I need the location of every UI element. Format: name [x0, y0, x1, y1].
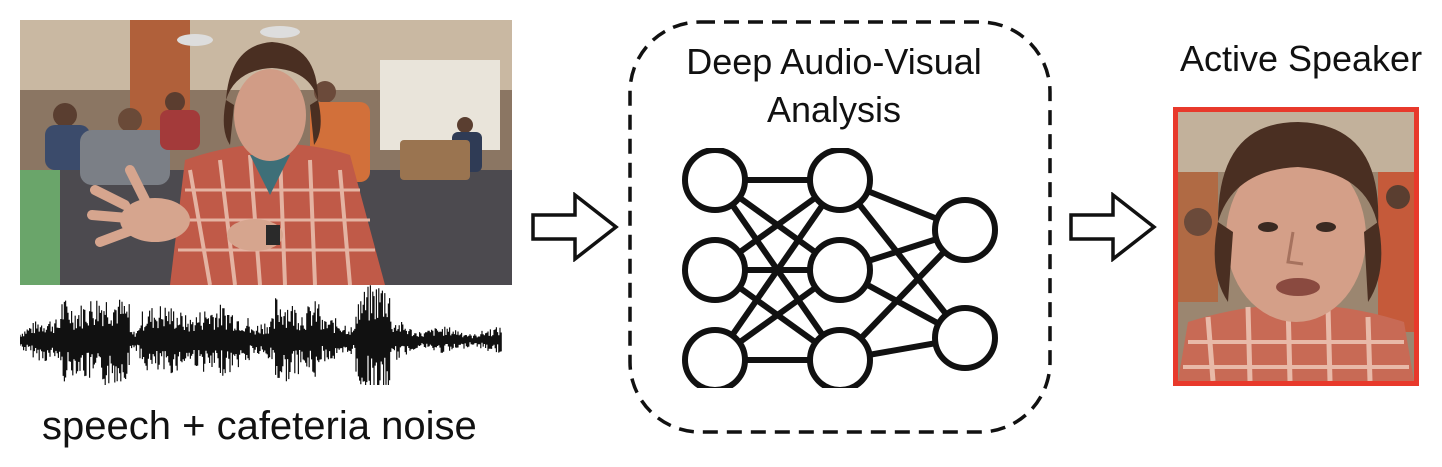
model-title: Deep Audio-Visual Analysis — [628, 38, 1040, 134]
node — [682, 148, 748, 213]
node — [682, 327, 748, 388]
node — [932, 197, 998, 263]
node — [682, 237, 748, 303]
model-title-line1: Deep Audio-Visual — [686, 41, 982, 82]
waveform-trace — [20, 285, 502, 385]
neural-network-icon — [682, 148, 998, 388]
node — [932, 305, 998, 371]
node — [807, 327, 873, 388]
output-title: Active Speaker — [1179, 38, 1423, 79]
audio-waveform — [20, 285, 502, 385]
right-arrow-icon — [1069, 192, 1157, 262]
input-video-frame — [20, 20, 512, 285]
input-caption: speech + cafeteria noise — [42, 404, 477, 448]
node — [807, 148, 873, 213]
model-title-line2: Analysis — [766, 89, 902, 130]
right-arrow-icon — [531, 192, 619, 262]
active-speaker-crop — [1173, 107, 1419, 386]
node — [807, 237, 873, 303]
